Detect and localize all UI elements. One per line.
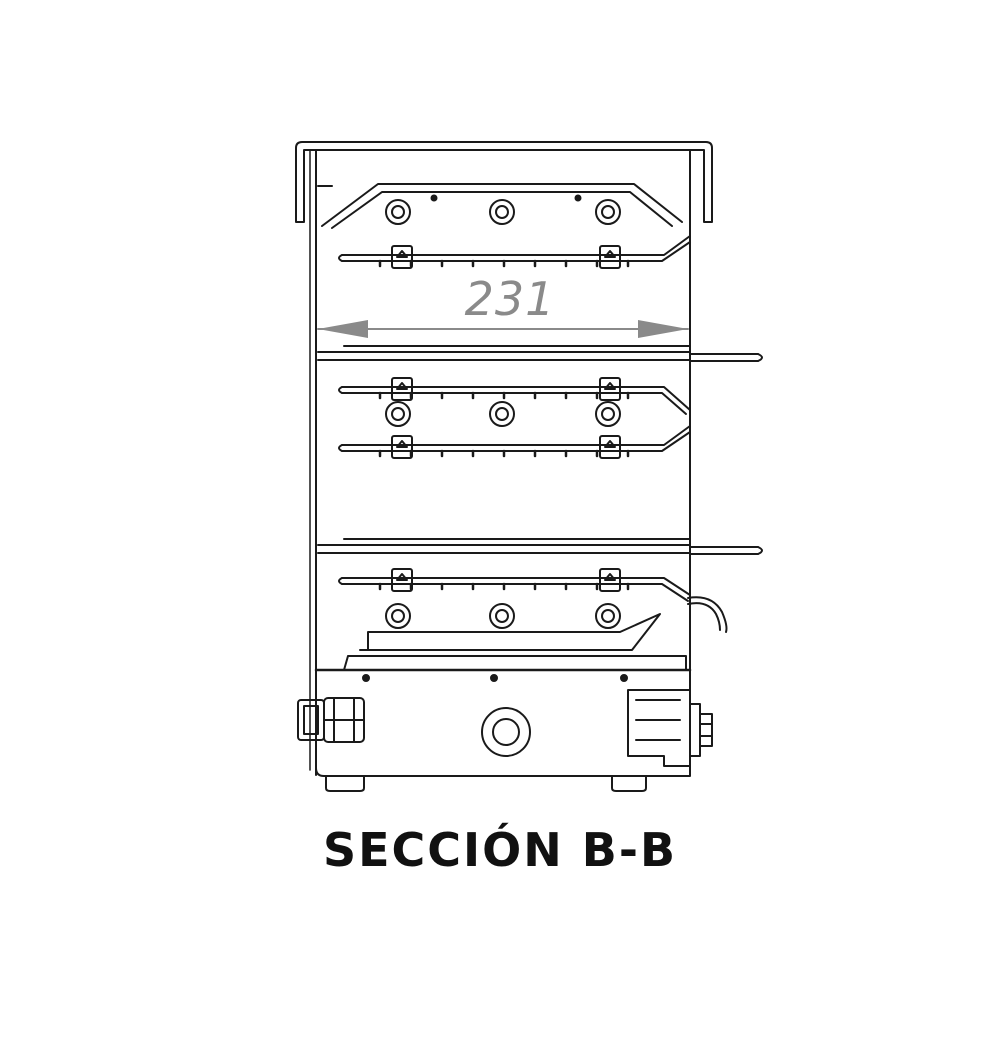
burner-knob <box>385 401 411 427</box>
upper-hood <box>321 183 683 229</box>
shelf-1 <box>317 345 763 362</box>
skewer-rod <box>338 425 691 459</box>
skewer-rods <box>338 235 691 602</box>
burner-knob <box>489 401 515 427</box>
burner-knob <box>489 603 515 629</box>
dimension-value: 231 <box>464 272 556 326</box>
dimension-arrow <box>317 320 689 338</box>
shelf-2 <box>317 538 763 555</box>
rod-clamp <box>599 377 621 401</box>
burner-knob <box>595 199 621 225</box>
lower-tray <box>343 613 687 671</box>
top-lid <box>295 141 713 223</box>
burner-knob <box>595 401 621 427</box>
burner-knob <box>385 199 411 225</box>
rod-clamp <box>391 377 413 401</box>
left-valve-connector <box>297 697 365 743</box>
rod-clamp <box>391 435 413 459</box>
burner-knob <box>595 603 621 629</box>
burner-knob <box>385 603 411 629</box>
gas-inlet-circle <box>481 707 531 757</box>
section-title: SECCIÓN B-B <box>322 823 678 877</box>
skewer-rod <box>338 377 691 415</box>
burner-knob <box>489 199 515 225</box>
side-wire-hook <box>687 596 728 633</box>
rod-clamp <box>599 568 621 592</box>
skewer-rod <box>338 235 691 269</box>
rod-clamp <box>391 245 413 269</box>
base-box <box>314 668 692 792</box>
rod-clamp <box>599 435 621 459</box>
right-control-panel <box>627 689 713 767</box>
burner-knobs <box>385 199 621 629</box>
rod-clamp <box>599 245 621 269</box>
skewer-rod <box>338 568 691 602</box>
rod-clamp <box>391 568 413 592</box>
